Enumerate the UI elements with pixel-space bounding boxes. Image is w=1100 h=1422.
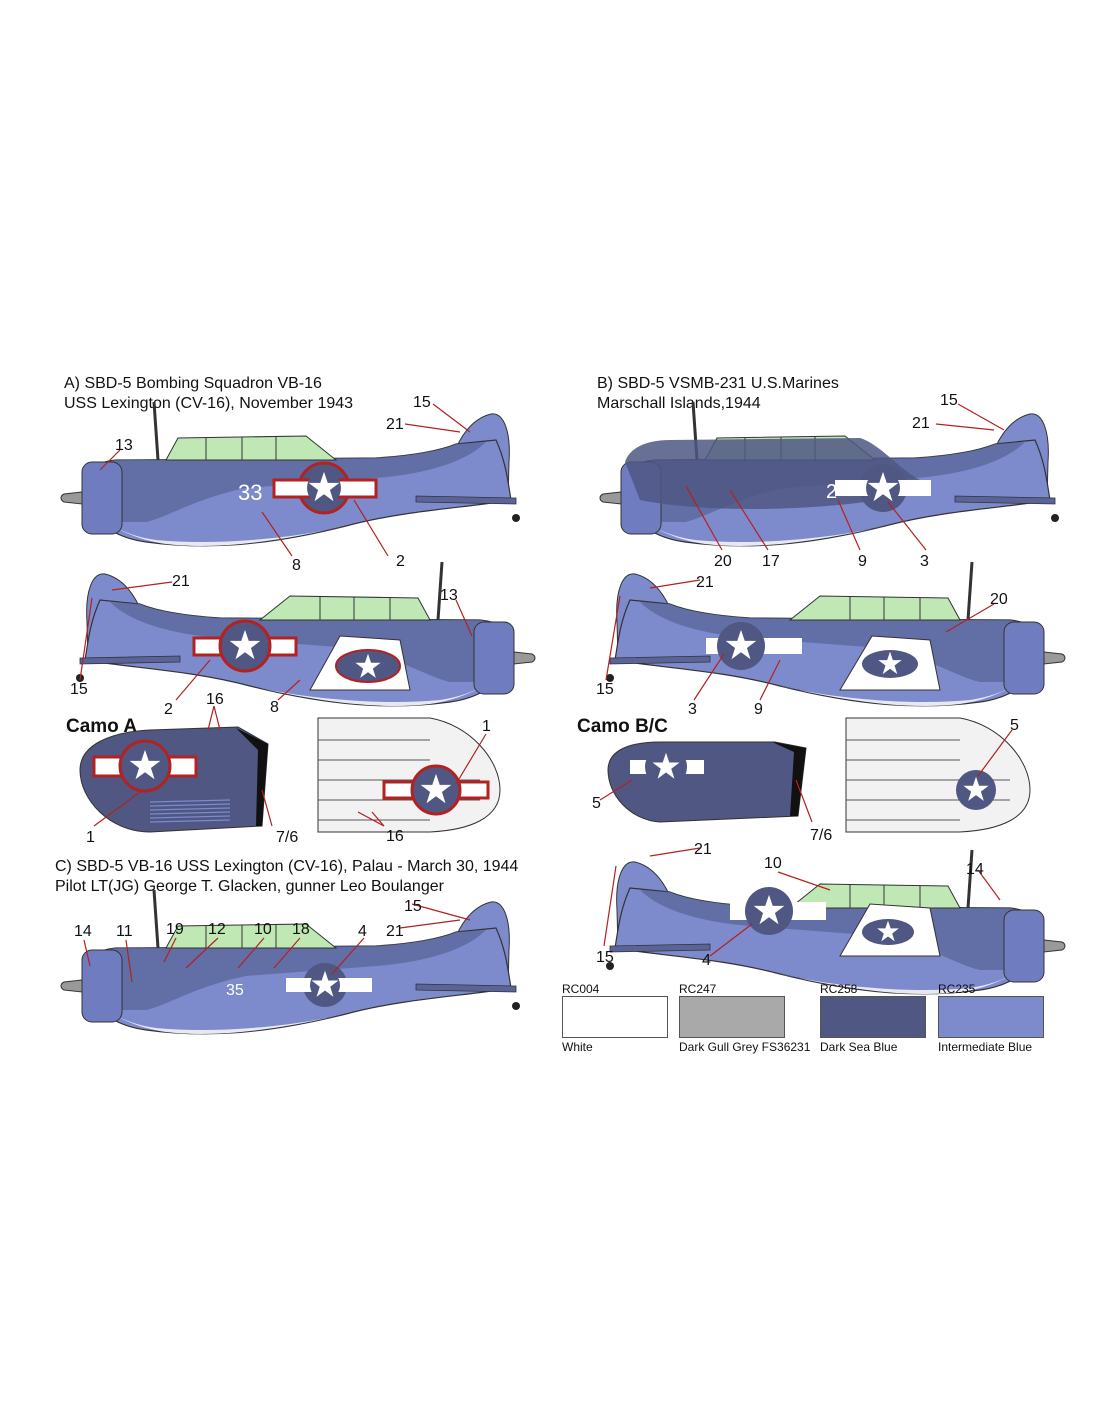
callout: 14 xyxy=(74,923,92,940)
callout: 1 xyxy=(482,718,491,735)
callout: 16 xyxy=(386,828,404,845)
callout: 10 xyxy=(764,855,782,872)
color-code: RC004 xyxy=(562,982,600,996)
scheme-b-title: B) SBD-5 VSMB-231 U.S.Marines xyxy=(597,375,839,392)
color-code: RC235 xyxy=(938,982,976,996)
callout: 15 xyxy=(70,681,88,698)
fuselage-code: 33 xyxy=(238,480,262,505)
color-name: White xyxy=(562,1040,593,1054)
camo-a-label: Camo A xyxy=(66,716,138,737)
color-name: Dark Sea Blue xyxy=(820,1040,898,1054)
scheme-a-bottom-profile xyxy=(76,562,535,706)
callout: 8 xyxy=(292,557,301,574)
callout: 4 xyxy=(702,952,711,969)
color-code: RC247 xyxy=(679,982,717,996)
scheme-c-profile: 35 xyxy=(59,888,522,1036)
callout: 21 xyxy=(912,415,930,432)
callout-numbers: 15 21 13 8 2 21 13 15 2 8 16 1 7/6 1 16 … xyxy=(70,392,1019,969)
callout: 15 xyxy=(413,394,431,411)
callout: 7/6 xyxy=(810,827,832,844)
color-swatch-white xyxy=(562,996,668,1038)
callout: 9 xyxy=(754,701,763,718)
scheme-a-title: A) SBD-5 Bombing Squadron VB-16 xyxy=(64,375,322,392)
fuselage-code: 35 xyxy=(226,982,244,999)
scheme-c-title: C) SBD-5 VB-16 USS Lexington (CV-16), Pa… xyxy=(55,858,519,875)
callout: 21 xyxy=(694,841,712,858)
callout: 21 xyxy=(172,573,190,590)
callout: 13 xyxy=(440,587,458,604)
callout: 15 xyxy=(940,392,958,409)
callout: 1 xyxy=(86,829,95,846)
fuselage-code: 2 xyxy=(826,481,837,503)
callout: 19 xyxy=(166,921,184,938)
camo-a-wing-top xyxy=(79,726,269,833)
callout: 15 xyxy=(404,898,422,915)
color-swatch-dark-sea-blue xyxy=(820,996,926,1038)
callout: 3 xyxy=(920,553,929,570)
callout: 5 xyxy=(1010,717,1019,734)
camo-bc-wing-underside xyxy=(845,717,1031,833)
callout: 15 xyxy=(596,949,614,966)
callout: 16 xyxy=(206,691,224,708)
callout: 2 xyxy=(396,553,405,570)
callout: 7/6 xyxy=(276,829,298,846)
callout: 21 xyxy=(696,574,714,591)
camo-a-wing-underside xyxy=(317,717,501,833)
scheme-a-top-profile: 33 xyxy=(59,400,522,548)
scheme-a-subtitle: USS Lexington (CV-16), November 1943 xyxy=(64,395,354,412)
callout: 10 xyxy=(254,921,272,938)
callout: 2 xyxy=(164,701,173,718)
scheme-b-top-profile: 2 xyxy=(598,400,1061,548)
camo-bc-label: Camo B/C xyxy=(577,716,668,737)
callout: 20 xyxy=(990,591,1008,608)
color-name: Intermediate Blue xyxy=(938,1040,1033,1054)
callout: 20 xyxy=(714,553,732,570)
scheme-b-subtitle: Marschall Islands,1944 xyxy=(597,395,761,412)
callout: 17 xyxy=(762,553,780,570)
callout: 15 xyxy=(596,681,614,698)
callout: 12 xyxy=(208,921,226,938)
callout: 9 xyxy=(858,553,867,570)
leader-lines xyxy=(79,403,1013,983)
scheme-c-subtitle: Pilot LT(JG) George T. Glacken, gunner L… xyxy=(55,878,444,895)
callout: 21 xyxy=(386,416,404,433)
callout: 5 xyxy=(592,795,601,812)
color-name: Dark Gull Grey FS36231 xyxy=(679,1040,811,1054)
color-code: RC258 xyxy=(820,982,858,996)
callout: 18 xyxy=(292,921,310,938)
scheme-b-bottom-profile xyxy=(606,562,1065,706)
camo-bc-wing-top xyxy=(607,741,807,823)
color-swatch-grey xyxy=(679,996,785,1038)
scheme-c-right-profile xyxy=(606,850,1065,994)
callout: 3 xyxy=(688,701,697,718)
callout: 14 xyxy=(966,861,984,878)
callout: 11 xyxy=(116,923,133,940)
color-swatch-intermediate-blue xyxy=(938,996,1044,1038)
callout: 8 xyxy=(270,699,279,716)
callout: 4 xyxy=(358,923,367,940)
callout: 21 xyxy=(386,923,404,940)
callout: 13 xyxy=(115,437,133,454)
